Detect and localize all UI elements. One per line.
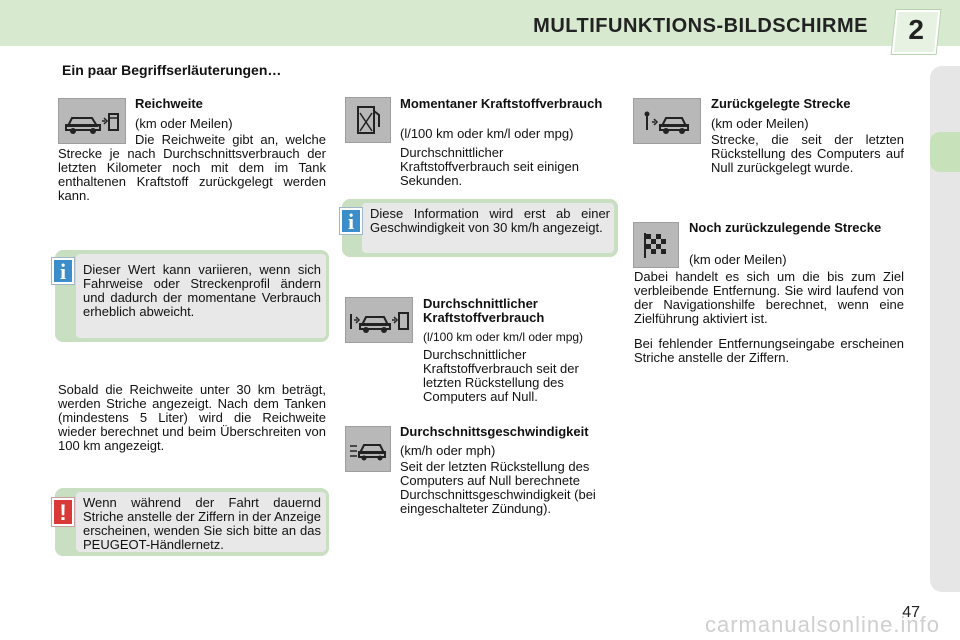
- geschwindigkeit-title: Durchschnittsgeschwindigkeit: [400, 424, 589, 439]
- note-speed-box: [362, 203, 614, 253]
- range-low-text: Sobald die Reichweite unter 30 km beträg…: [58, 382, 326, 453]
- durchschnitt-verbrauch-body: Durchschnittlicher Kraftstoffverbrauch s…: [423, 347, 579, 404]
- warning-icon: !: [52, 498, 74, 526]
- watermark: carmanualsonline.info: [704, 612, 940, 637]
- momentan-unit: (l/100 km oder km/l oder mpg): [400, 126, 574, 141]
- speed-car-icon: [345, 426, 391, 472]
- page-number: 47: [902, 604, 920, 621]
- zurueckgelegt-body: Strecke, die seit der letzten Rückstellu…: [711, 132, 904, 175]
- zurueckgelegt-title: Zurückgelegte Strecke: [711, 96, 851, 111]
- info-icon: i: [52, 258, 74, 284]
- noch-title: Noch zurückzulegende Strecke: [689, 220, 882, 235]
- checkered-flag-icon: [633, 222, 679, 268]
- noch-body-2: Bei fehlender Entfernungseingabe erschei…: [634, 336, 904, 365]
- header-bar: [0, 0, 960, 46]
- page-title: MULTIFUNKTIONS-BILDSCHIRME: [533, 15, 868, 37]
- reichweite-unit: (km oder Meilen): [135, 116, 233, 131]
- reichweite-title: Reichweite: [135, 96, 203, 111]
- reichweite-body: Die Reichweite gibt an, welche Strecke j…: [58, 132, 326, 203]
- chapter-number: 2: [908, 14, 924, 45]
- car-range-fuel-icon: [58, 98, 126, 144]
- zurueckgelegt-unit: (km oder Meilen): [711, 116, 809, 131]
- durchschnitt-verbrauch-title: Durchschnittlicher Kraftstoffverbrauch: [423, 296, 545, 325]
- momentan-title: Momentaner Kraftstoffverbrauch: [400, 96, 603, 111]
- distance-travelled-icon: [633, 98, 701, 144]
- noch-body-1: Dabei handelt es sich um die bis zum Zie…: [634, 269, 904, 326]
- warning-text: Wenn während der Fahrt dauernd Striche a…: [83, 495, 321, 552]
- geschwindigkeit-unit: (km/h oder mph): [400, 443, 496, 458]
- momentan-body: Durchschnittlicher Kraftstoffverbrauch s…: [400, 145, 579, 188]
- note-variation-box: [76, 254, 326, 338]
- note-variation-text: Dieser Wert kann variieren, wenn sich Fa…: [83, 262, 321, 319]
- section-heading: Ein paar Begriffserläuterungen…: [62, 62, 282, 78]
- durchschnitt-verbrauch-unit: (l/100 km oder km/l oder mpg): [423, 330, 584, 344]
- fuel-pump-icon: [345, 97, 391, 143]
- geschwindigkeit-body: Seit der letzten Rückstellung des Comput…: [400, 459, 596, 516]
- average-consumption-icon: [345, 297, 413, 343]
- warning-box: [76, 492, 326, 552]
- noch-unit: (km oder Meilen): [689, 252, 787, 267]
- note-speed-text: Diese Information wird erst ab einer Ges…: [370, 206, 610, 235]
- side-tab-active[interactable]: [930, 132, 960, 172]
- info-icon: i: [340, 208, 362, 234]
